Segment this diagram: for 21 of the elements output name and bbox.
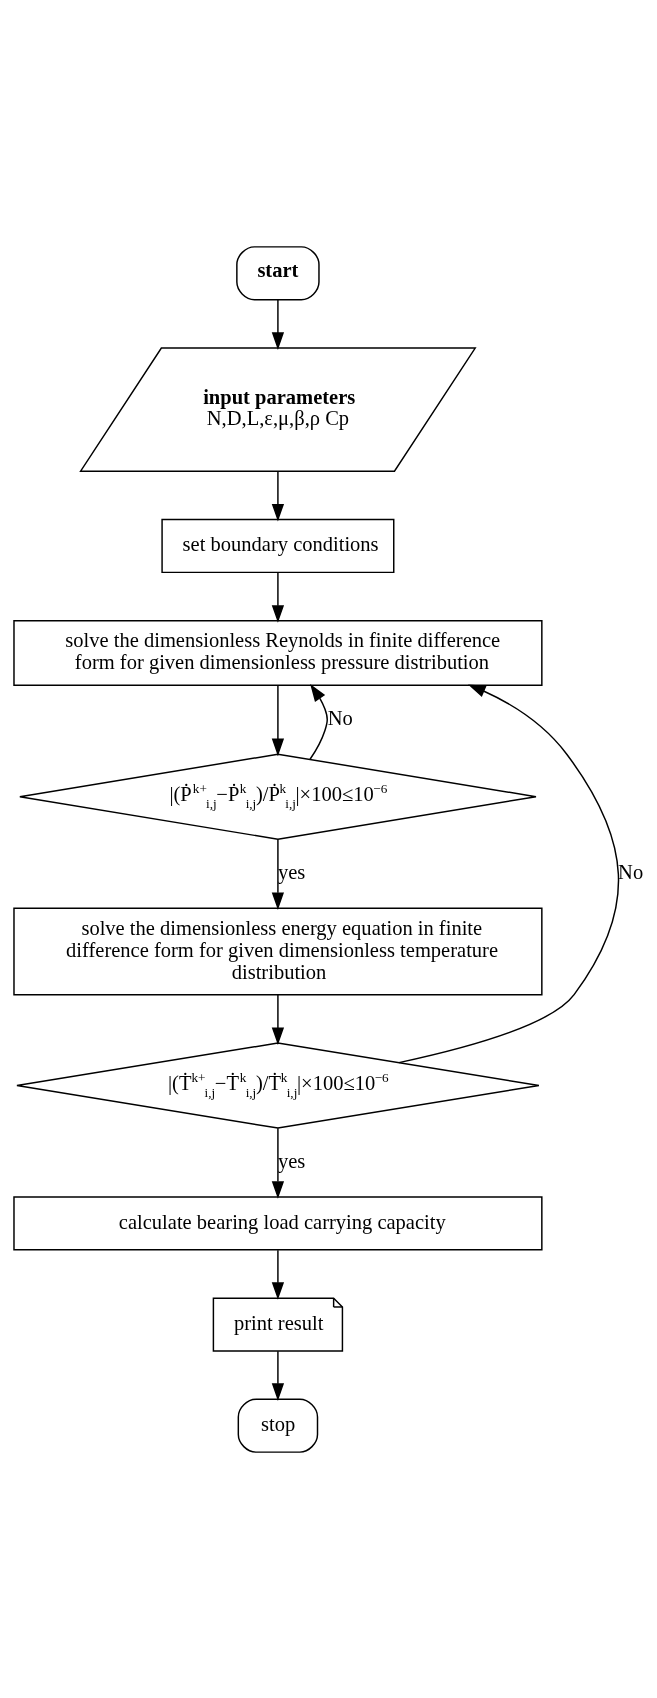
node-diamond: |(Ṗ$^{k+}$$_{i,j}$−Ṗ$^{k}$$_{i,j}$)/Ṗ$^{k}$$_{i,j}$|×100≤10$^{−6}$ [19, 752, 537, 840]
arrow [271, 1350, 285, 1401]
arrow [271, 571, 285, 623]
arrow [271, 1248, 285, 1300]
arrow [271, 298, 285, 350]
edge-label: No [327, 706, 353, 729]
node-box: start [236, 245, 320, 300]
arrow [271, 838, 285, 910]
arrow [398, 683, 620, 1063]
node-box: set boundary conditions [161, 518, 395, 573]
arrow [271, 684, 285, 756]
arrow [271, 993, 285, 1045]
node-box: solve the dimensionless Reynolds in finite difference form for given dimensionless pressure distribution [13, 619, 543, 686]
edge-label: No [618, 860, 644, 883]
arrow [309, 683, 328, 760]
node-box: calculate bearing load carrying capacity [13, 1195, 543, 1251]
arrow [271, 470, 285, 522]
node-box: solve the dimensionless energy equation in finite difference form for given dimensionless temperature distribution [13, 906, 543, 995]
node-box: stop [237, 1398, 319, 1453]
arrow [271, 1127, 285, 1199]
node-diamond: |(Ṫ$^{k+}$$_{i,j}$−Ṫ$^{k}$$_{i,j}$)/Ṫ$^{k}$$_{i,j}$|×100≤10$^{−6}$ [16, 1041, 540, 1129]
